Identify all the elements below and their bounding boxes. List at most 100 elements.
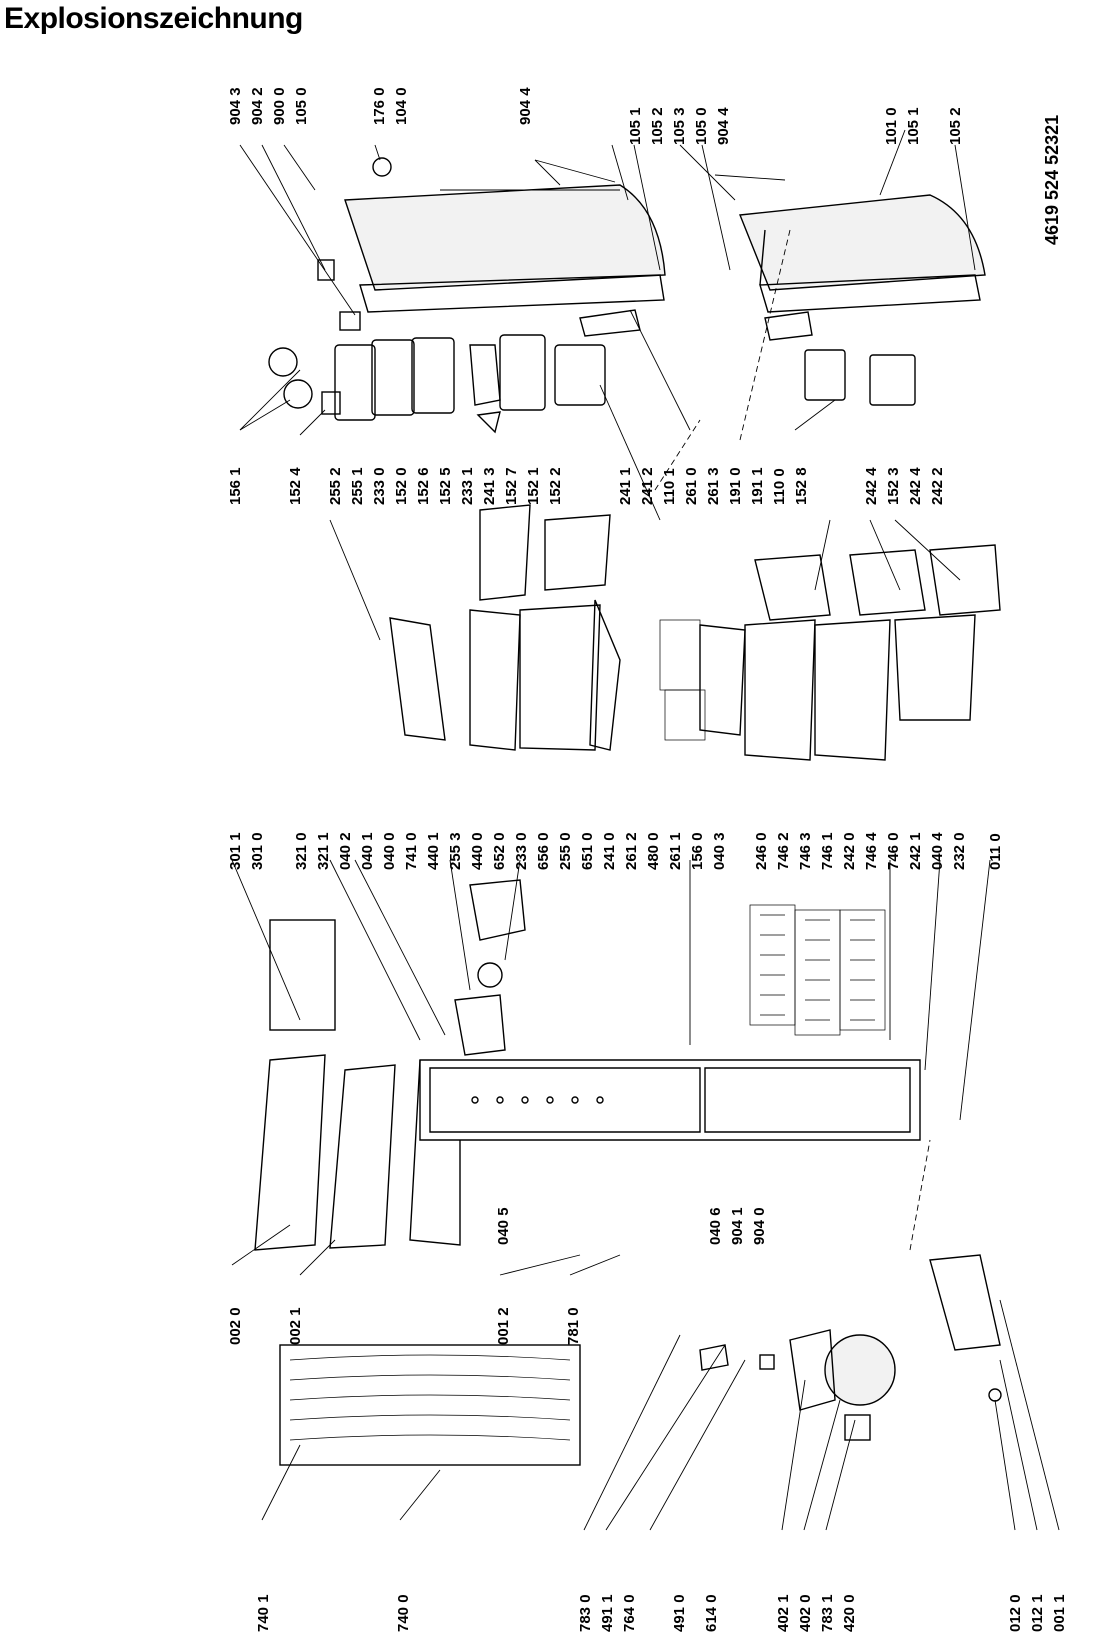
part-label: 156 1 — [227, 467, 244, 505]
part-label: 105 3 — [671, 107, 688, 145]
part-label: 783 1 — [819, 1594, 836, 1632]
part-label: 261 3 — [705, 467, 722, 505]
part-label: 241 1 — [617, 467, 634, 505]
part-label: 740 1 — [255, 1594, 272, 1632]
part-label: 012 0 — [1007, 1594, 1024, 1632]
part-label: 900 0 — [271, 87, 288, 125]
part-label: 241 2 — [639, 467, 656, 505]
part-label: 904 4 — [517, 87, 534, 125]
part-label: 740 0 — [395, 1594, 412, 1632]
part-label: 904 4 — [715, 107, 732, 145]
part-label: 110 1 — [661, 468, 678, 505]
part-label: 246 0 — [753, 832, 770, 870]
part-labels: 904 3 904 2 900 0 105 0 176 0 104 0 904 … — [227, 87, 1068, 1632]
part-label: 781 0 — [565, 1307, 582, 1345]
part-label: 321 0 — [293, 832, 310, 870]
part-label: 904 2 — [249, 87, 266, 125]
part-label: 242 4 — [863, 467, 880, 505]
part-label: 104 0 — [393, 87, 410, 125]
part-label: 904 0 — [751, 1207, 768, 1245]
part-label: 233 1 — [459, 467, 476, 505]
part-label: 440 0 — [469, 832, 486, 870]
part-label: 746 1 — [819, 832, 836, 870]
wire-shelves — [749, 904, 886, 1036]
part-label: 746 3 — [797, 832, 814, 870]
part-label: 040 5 — [495, 1207, 512, 1245]
shelves-and-drawers — [389, 504, 1001, 761]
part-label: 040 0 — [381, 832, 398, 870]
part-label: 105 0 — [693, 107, 710, 145]
part-label: 656 0 — [535, 832, 552, 870]
part-label: 191 1 — [749, 467, 766, 505]
part-label: 402 1 — [775, 1594, 792, 1632]
part-label: 152 8 — [793, 467, 810, 505]
part-label: 152 7 — [503, 467, 520, 505]
part-label: 255 3 — [447, 832, 464, 870]
part-label: 105 2 — [947, 107, 964, 145]
part-label: 152 0 — [393, 467, 410, 505]
part-label: 152 3 — [885, 467, 902, 505]
part-label: 491 0 — [671, 1594, 688, 1632]
part-label: 040 4 — [929, 832, 946, 870]
part-label: 040 6 — [707, 1207, 724, 1245]
part-label: 242 4 — [907, 467, 924, 505]
compressor — [699, 1254, 1002, 1441]
part-label: 001 1 — [1051, 1594, 1068, 1632]
part-label: 255 0 — [557, 832, 574, 870]
part-label: 110 0 — [771, 468, 788, 505]
part-label: 242 2 — [929, 467, 946, 505]
page-title: Explosionszeichnung — [4, 2, 303, 35]
part-label: 001 2 — [495, 1307, 512, 1345]
part-label: 301 0 — [249, 832, 266, 870]
part-label: 783 0 — [577, 1594, 594, 1632]
part-label: 152 1 — [525, 467, 542, 505]
part-label: 402 0 — [797, 1594, 814, 1632]
part-label: 746 4 — [863, 832, 880, 870]
part-label: 741 0 — [403, 832, 420, 870]
fan-assembly — [269, 879, 526, 1056]
condenser — [279, 1344, 581, 1466]
part-label: 152 4 — [287, 467, 304, 505]
document-number: 4619 524 52321 — [1042, 115, 1062, 245]
part-label: 040 3 — [711, 832, 728, 870]
part-label: 255 2 — [327, 467, 344, 505]
part-label: 651 0 — [579, 832, 596, 870]
part-label: 301 1 — [227, 832, 244, 870]
part-label: 904 1 — [729, 1207, 746, 1245]
part-label: 904 3 — [227, 87, 244, 125]
part-label: 480 0 — [645, 832, 662, 870]
part-label: 012 1 — [1029, 1594, 1046, 1632]
part-label: 002 1 — [287, 1307, 304, 1345]
part-label: 233 0 — [371, 467, 388, 505]
part-label: 652 0 — [491, 832, 508, 870]
part-label: 040 2 — [337, 832, 354, 870]
part-label: 232 0 — [951, 832, 968, 870]
freezer-door — [714, 129, 986, 313]
back-panels — [254, 1054, 396, 1251]
fridge-door — [317, 157, 666, 331]
leader-lines — [231, 144, 1060, 1531]
part-label: 105 2 — [649, 107, 666, 145]
part-label: 152 6 — [415, 467, 432, 505]
door-shelves — [268, 309, 916, 434]
part-label: 176 0 — [371, 87, 388, 125]
part-label: 242 1 — [907, 832, 924, 870]
part-label: 764 0 — [621, 1594, 638, 1632]
part-label: 746 2 — [775, 832, 792, 870]
part-label: 420 0 — [841, 1594, 858, 1632]
part-label: 152 2 — [547, 467, 564, 505]
part-label: 746 0 — [885, 832, 902, 870]
part-label: 321 1 — [315, 832, 332, 870]
part-label: 002 0 — [227, 1307, 244, 1345]
part-label: 152 5 — [437, 467, 454, 505]
part-label: 156 0 — [689, 832, 706, 870]
part-label: 105 0 — [293, 87, 310, 125]
part-label: 241 0 — [601, 832, 618, 870]
part-label: 614 0 — [703, 1594, 720, 1632]
part-label: 105 1 — [627, 107, 644, 145]
part-label: 242 0 — [841, 832, 858, 870]
part-label: 261 2 — [623, 832, 640, 870]
part-label: 105 1 — [905, 107, 922, 145]
part-label: 241 3 — [481, 467, 498, 505]
